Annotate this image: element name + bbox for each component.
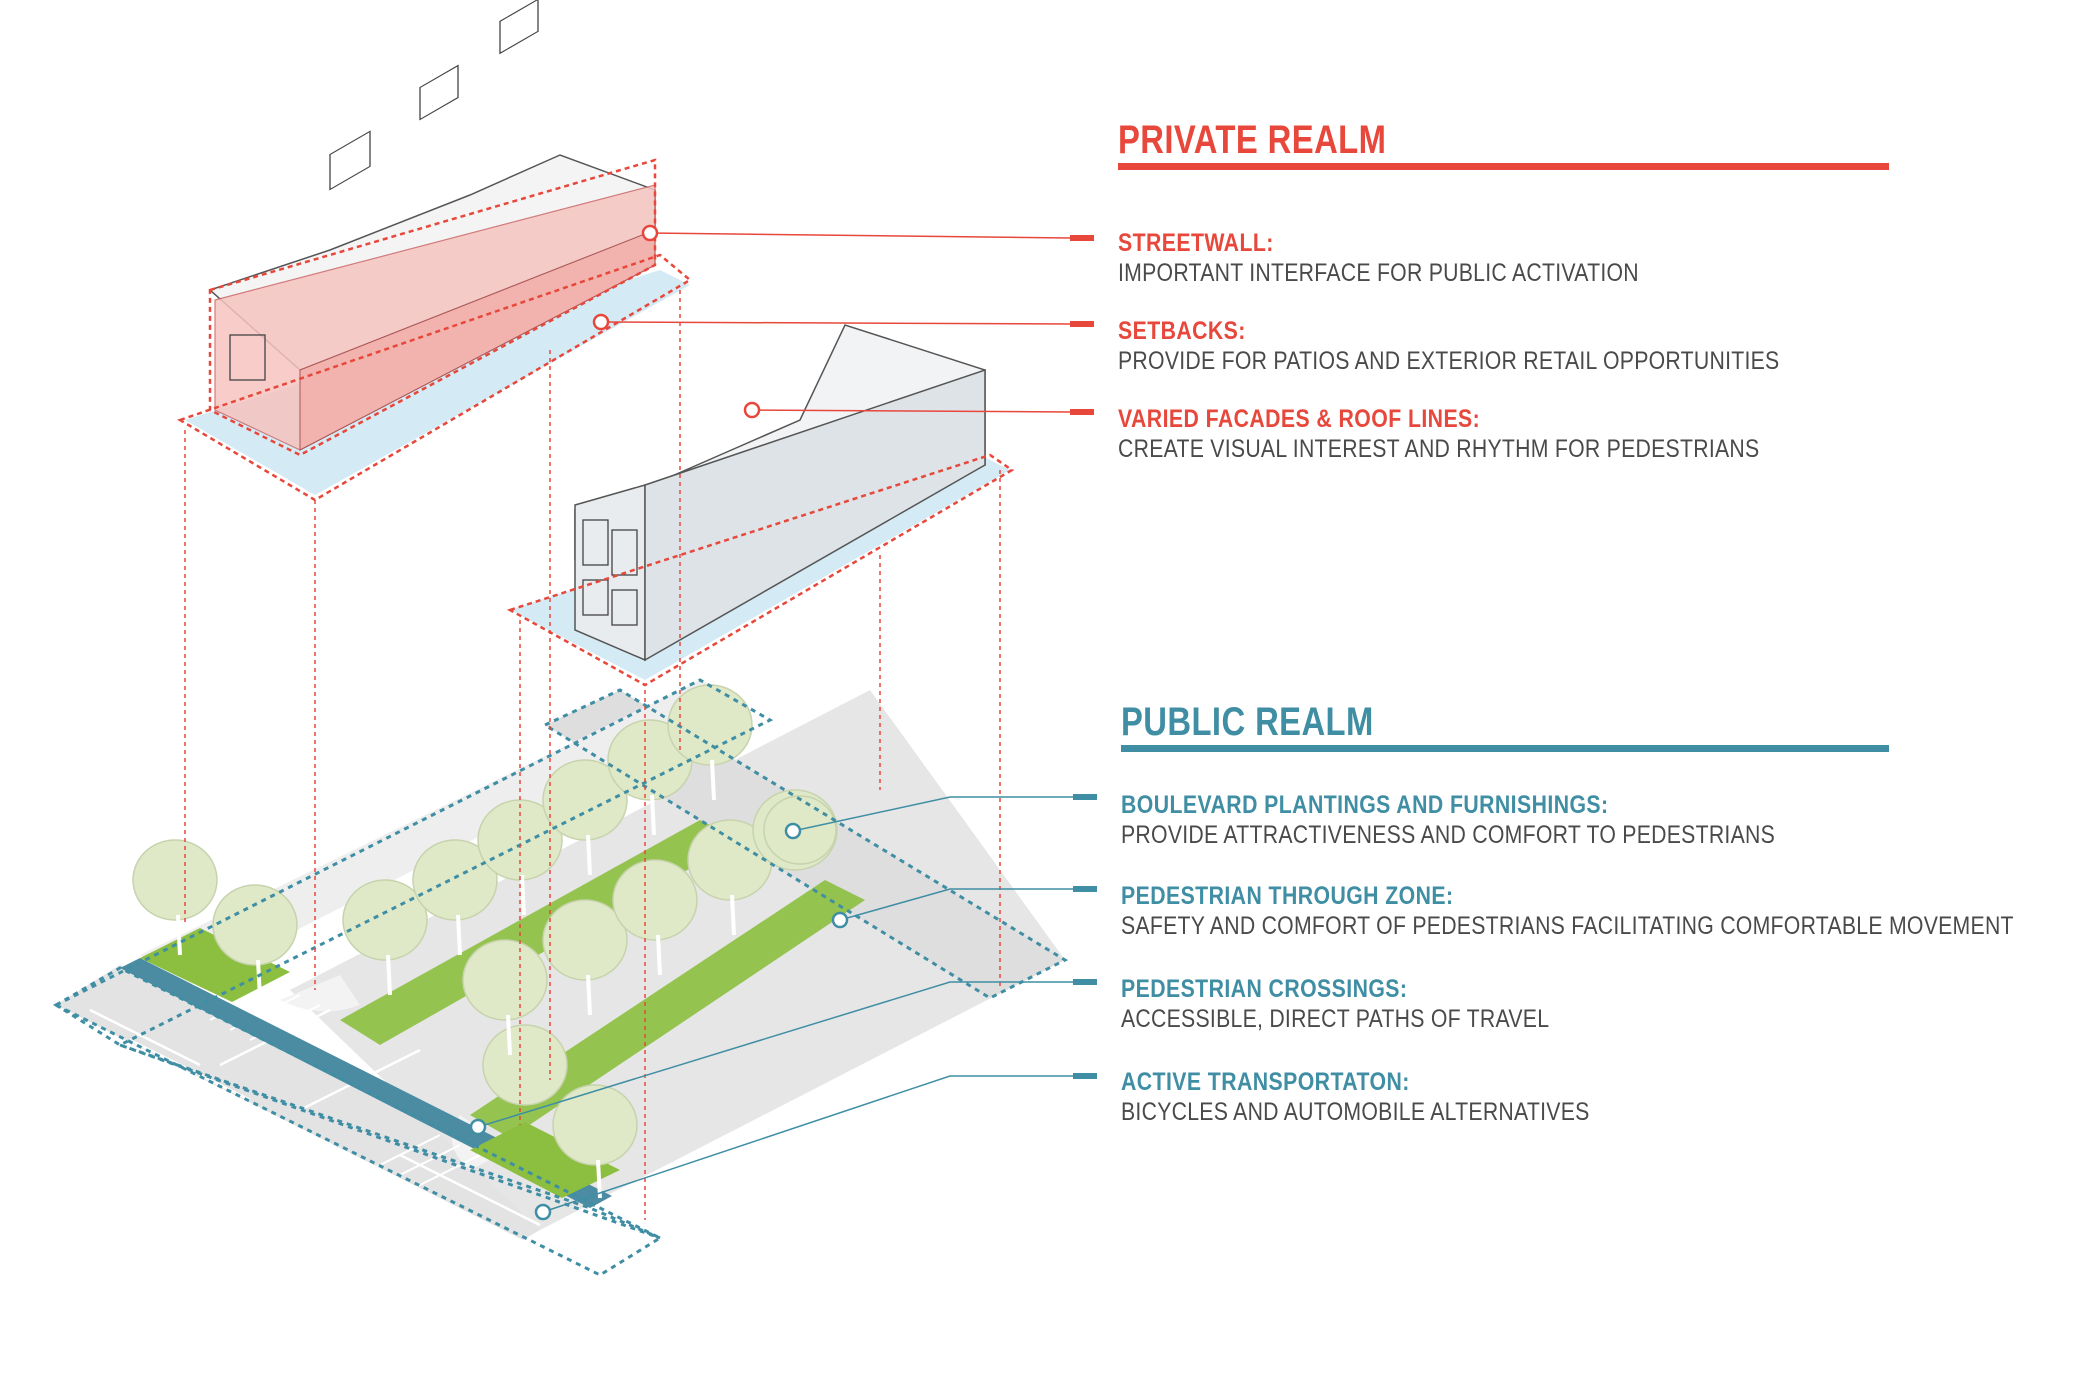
building-setback — [506, 324, 1015, 687]
public-leaders — [477, 796, 1073, 1213]
private-realm-outline-lower — [506, 453, 1015, 687]
building-streetwall — [177, 0, 693, 502]
public-leader-tabs — [1073, 794, 1097, 1079]
public-leader-dots — [469, 822, 849, 1221]
annotation-label: PEDESTRIAN CROSSINGS: — [1121, 975, 1408, 1003]
boulevard-strip-front — [140, 928, 290, 1002]
annotation-boulevard: BOULEVARD PLANTINGS AND FURNISHINGS: PRO… — [1121, 790, 1775, 850]
annotation-desc: PROVIDE ATTRACTIVENESS AND COMFORT TO PE… — [1121, 821, 1776, 849]
leader-setbacks — [600, 321, 1071, 325]
building2-windows — [582, 519, 638, 626]
annotation-desc: ACCESSIBLE, DIRECT PATHS OF TRAVEL — [1121, 1005, 1550, 1033]
public-realm-title: PUBLIC REALM — [1121, 700, 1374, 744]
streetwall-marker — [641, 224, 659, 242]
setbacks-marker — [592, 313, 610, 331]
boulevard-strip-back — [470, 880, 865, 1138]
annotation-label: STREETWALL: — [1118, 229, 1274, 257]
private-realm-rule — [1118, 163, 1889, 170]
annotation-desc: IMPORTANT INTERFACE FOR PUBLIC ACTIVATIO… — [1118, 259, 1639, 287]
annotation-through-zone: PEDESTRIAN THROUGH ZONE: SAFETY AND COMF… — [1121, 881, 2014, 941]
annotation-setbacks: SETBACKS: PROVIDE FOR PATIOS AND EXTERIO… — [1118, 316, 1779, 376]
varied-facades-marker — [743, 401, 761, 419]
annotation-streetwall: STREETWALL: IMPORTANT INTERFACE FOR PUBL… — [1118, 228, 1639, 288]
through-zone-marker — [831, 911, 849, 929]
leader-streetwall — [649, 232, 1071, 239]
annotation-desc: PROVIDE FOR PATIOS AND EXTERIOR RETAIL O… — [1118, 347, 1780, 375]
road-main — [290, 690, 1065, 1230]
tree — [132, 839, 218, 921]
tree — [462, 939, 548, 1021]
annotation-active-transportation: ACTIVE TRANSPORTATON: BICYCLES AND AUTOM… — [1121, 1067, 1590, 1127]
leader-crossings — [477, 981, 1073, 1128]
leader-through-zone — [839, 888, 1073, 921]
tree — [342, 879, 428, 961]
annotation-label: SETBACKS: — [1118, 317, 1246, 345]
annotation-label: ACTIVE TRANSPORTATON: — [1121, 1068, 1410, 1096]
tree-trunks — [176, 759, 736, 1199]
tree — [482, 1024, 568, 1106]
leader-active-transportation — [542, 1075, 1073, 1213]
tree — [552, 1084, 638, 1166]
annotation-label: BOULEVARD PLANTINGS AND FURNISHINGS: — [1121, 791, 1609, 819]
street-plan — [52, 678, 1069, 1277]
building-windows — [229, 0, 539, 381]
tree — [412, 839, 498, 921]
public-realm-outline — [52, 678, 1069, 1277]
annotation-desc: SAFETY AND COMFORT OF PEDESTRIANS FACILI… — [1121, 912, 2014, 940]
annotation-desc: CREATE VISUAL INTEREST AND RHYTHM FOR PE… — [1118, 435, 1760, 463]
active-transportation-marker — [534, 1203, 552, 1221]
building2-front — [574, 484, 646, 662]
tree — [612, 859, 698, 941]
annotation-desc: BICYCLES AND AUTOMOBILE ALTERNATIVES — [1121, 1098, 1590, 1126]
annotation-crossings: PEDESTRIAN CROSSINGS: ACCESSIBLE, DIRECT… — [1121, 974, 1549, 1034]
private-leader-dots — [592, 224, 761, 419]
tree — [542, 899, 628, 981]
leader-boulevard — [792, 796, 1073, 832]
street-trees — [132, 684, 838, 1166]
private-leaders — [600, 232, 1071, 413]
tree — [542, 759, 628, 841]
projection-lines — [184, 290, 1001, 1220]
leader-varied-facades — [751, 409, 1071, 413]
annotation-label: VARIED FACADES & ROOF LINES: — [1118, 405, 1481, 433]
private-realm-title: PRIVATE REALM — [1118, 118, 1387, 162]
boulevard-marker — [784, 822, 802, 840]
corner-curb-1 — [280, 975, 360, 1012]
building2-side — [644, 368, 986, 662]
public-realm-rule — [1121, 745, 1889, 752]
annotation-varied-facades: VARIED FACADES & ROOF LINES: CREATE VISU… — [1118, 404, 1759, 464]
private-realm-outline-upper — [177, 158, 693, 502]
boulevard-strip-lower — [470, 1122, 620, 1198]
private-leader-tabs — [1070, 235, 1094, 415]
road-left — [56, 965, 590, 1240]
crossings-marker — [469, 1118, 487, 1136]
tree — [212, 884, 298, 966]
annotation-label: PEDESTRIAN THROUGH ZONE: — [1121, 882, 1454, 910]
